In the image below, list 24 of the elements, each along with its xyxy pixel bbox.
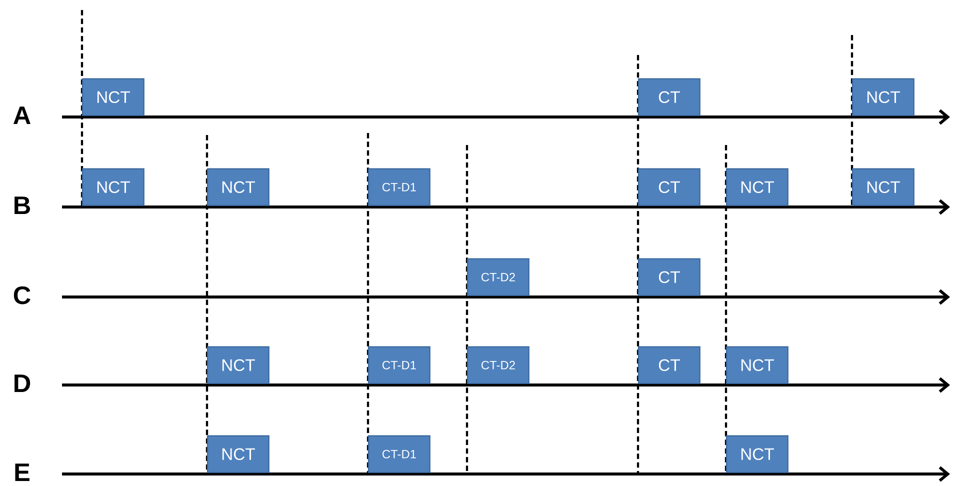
row-label: B bbox=[14, 196, 30, 214]
time-slot-box: NCT bbox=[852, 78, 914, 116]
time-slot-box: CT-D1 bbox=[368, 435, 430, 473]
time-slot-box: CT-D1 bbox=[368, 168, 430, 206]
row-label: E bbox=[15, 464, 30, 481]
time-slot-box: NCT bbox=[726, 168, 788, 206]
time-slot-box: NCT bbox=[726, 435, 788, 473]
time-slot-box: NCT bbox=[207, 168, 270, 206]
time-slot-box: CT bbox=[638, 258, 700, 296]
time-slot-box: NCT bbox=[207, 346, 270, 384]
row-label: C bbox=[14, 286, 30, 304]
time-slot-box: CT-D2 bbox=[467, 346, 530, 384]
time-slot-box: CT bbox=[638, 346, 700, 384]
time-slot-box: CT bbox=[638, 168, 700, 206]
time-slot-box: CT-D1 bbox=[368, 346, 430, 384]
row-label: A bbox=[13, 106, 30, 124]
row-label: D bbox=[14, 374, 30, 392]
time-slot-box: NCT bbox=[82, 78, 144, 116]
time-slot-box: CT-D2 bbox=[467, 258, 530, 296]
time-slot-box: NCT bbox=[852, 168, 914, 206]
time-slot-box: NCT bbox=[82, 168, 144, 206]
time-slot-box: NCT bbox=[207, 435, 270, 473]
time-slot-box: CT bbox=[638, 78, 700, 116]
time-slot-box: NCT bbox=[726, 346, 788, 384]
